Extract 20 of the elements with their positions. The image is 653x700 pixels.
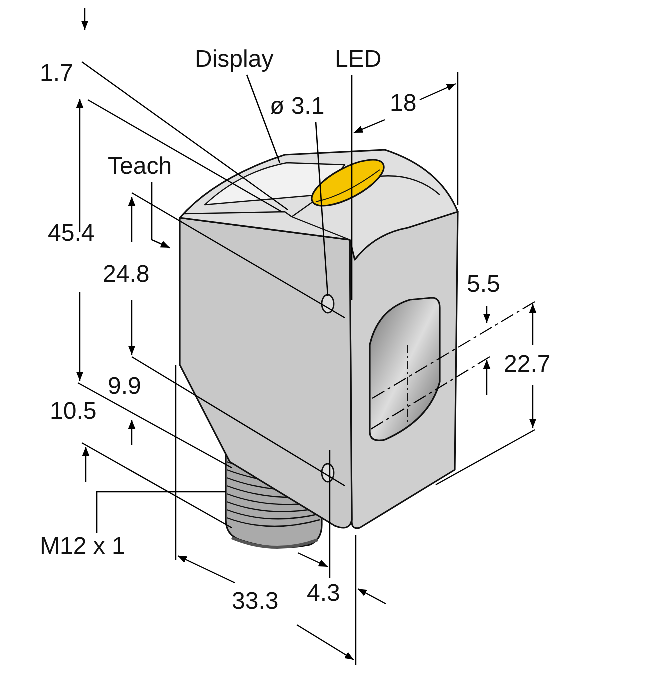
callout-label: M12 x 1	[40, 533, 126, 560]
leader-line	[246, 74, 281, 164]
leader-line	[151, 182, 170, 249]
callout-label: Teach	[108, 153, 172, 180]
dimension-label: 45.4	[48, 222, 95, 246]
callout-label: LED	[335, 46, 382, 73]
dimension-label: 24.8	[103, 263, 150, 287]
callout-label: ø 3.1	[270, 93, 325, 120]
leader-line	[315, 122, 329, 296]
leader-line	[351, 75, 353, 300]
leader-line	[96, 491, 226, 533]
callout-label: Display	[195, 46, 274, 73]
dimension-label: 9.9	[108, 375, 142, 399]
dimension-label: 4.3	[307, 582, 340, 606]
dimension-label: 10.5	[50, 400, 97, 424]
dimension-label: 22.7	[504, 353, 551, 377]
dimension-label: 18	[390, 92, 417, 116]
dimension-label: 5.5	[467, 273, 500, 297]
dimension-label: 1.7	[40, 62, 74, 86]
dimension-label: 33.3	[232, 590, 279, 614]
